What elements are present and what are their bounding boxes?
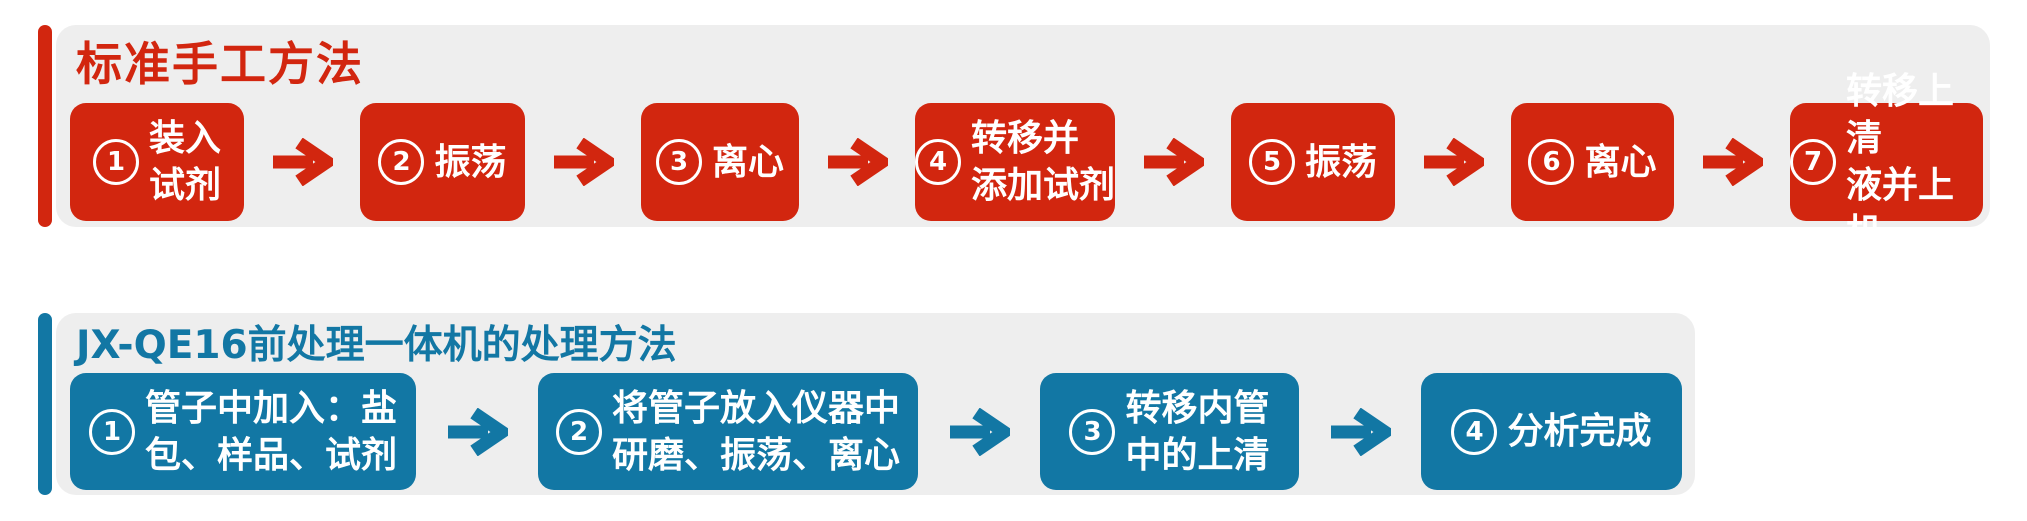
arrow-right-icon <box>1142 138 1204 186</box>
step-number: 1 <box>92 139 139 185</box>
step-box-centrifuge-1: 3 离心 <box>641 103 799 221</box>
step-box-centrifuge-2: 6 离心 <box>1511 103 1674 221</box>
arrow-right-icon <box>552 138 614 186</box>
step-number: 4 <box>915 139 961 185</box>
machine-section-accent-bar <box>38 313 52 495</box>
step-label: 转移上清 液并上机 <box>1846 71 1955 253</box>
manual-section-accent-bar <box>38 25 52 227</box>
manual-steps-row: 1 装入 试剂 2 振荡 3 离心 4 <box>70 71 1990 253</box>
machine-steps-row: 1 管子中加入：盐 包、样品、试剂 2 将管子放入仪器中 研磨、振荡、离心 3 … <box>70 373 1695 490</box>
step-number: 4 <box>1451 408 1498 455</box>
step-number: 2 <box>378 139 425 185</box>
arrow-right-icon <box>271 138 333 186</box>
step-number: 5 <box>1248 139 1295 185</box>
manual-method-section: 标准手工方法 1 装入 试剂 2 振荡 3 离心 <box>56 25 1990 253</box>
step-box-transfer-add-reagent: 4 转移并 添加试剂 <box>915 103 1115 221</box>
step-label: 转移并 添加试剂 <box>971 118 1116 206</box>
arrow-right-icon <box>1422 138 1484 186</box>
step-box-add-to-tube: 1 管子中加入：盐 包、样品、试剂 <box>70 373 416 490</box>
step-number: 6 <box>1528 139 1575 185</box>
arrow-right-icon <box>1701 138 1763 186</box>
step-label: 装入 试剂 <box>148 118 221 206</box>
arrow-right-icon <box>446 407 508 456</box>
arrow-right-icon <box>1329 407 1391 456</box>
step-box-shake-2: 5 振荡 <box>1231 103 1395 221</box>
step-box-shake-1: 2 振荡 <box>360 103 525 221</box>
step-label: 分析完成 <box>1507 411 1652 452</box>
step-label: 将管子放入仪器中 研磨、振荡、离心 <box>611 387 900 476</box>
step-box-transfer-supernatant: 7 转移上清 液并上机 <box>1790 71 1983 253</box>
step-number: 3 <box>655 139 702 185</box>
arrow-right-icon <box>948 407 1010 456</box>
step-box-transfer-inner-tube: 3 转移内管 中的上清 <box>1040 373 1299 490</box>
step-label: 振荡 <box>1304 141 1377 183</box>
step-number: 3 <box>1069 408 1116 455</box>
step-label: 振荡 <box>434 141 507 183</box>
step-number: 2 <box>555 408 602 455</box>
step-box-load-reagent: 1 装入 试剂 <box>70 103 244 221</box>
step-number: 7 <box>1790 139 1836 185</box>
step-label: 管子中加入：盐 包、样品、试剂 <box>144 387 397 476</box>
step-box-analysis-complete: 4 分析完成 <box>1421 373 1682 490</box>
step-label: 离心 <box>1584 141 1657 183</box>
arrow-right-icon <box>826 138 888 186</box>
manual-section-title: 标准手工方法 <box>76 37 364 91</box>
step-box-grind-shake-centrifuge: 2 将管子放入仪器中 研磨、振荡、离心 <box>538 373 918 490</box>
machine-method-section: JX-QE16前处理一体机的处理方法 1 管子中加入：盐 包、样品、试剂 2 将… <box>56 313 1695 495</box>
step-label: 离心 <box>711 141 784 183</box>
step-label: 转移内管 中的上清 <box>1125 387 1270 476</box>
step-number: 1 <box>88 408 135 455</box>
machine-section-title: JX-QE16前处理一体机的处理方法 <box>76 323 677 368</box>
